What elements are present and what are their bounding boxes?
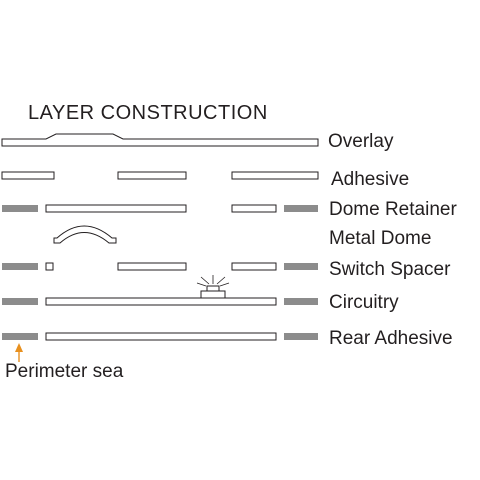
layer-label-overlay: Overlay xyxy=(328,131,394,152)
led-base xyxy=(200,290,226,299)
callout-arrow-head xyxy=(15,343,23,352)
layer-label-dome-retainer: Dome Retainer xyxy=(329,199,457,220)
rear-adhesive-layer: Rear Adhesive xyxy=(2,328,453,349)
adhesive-layer: Adhesive xyxy=(1,169,409,190)
led-ray xyxy=(216,276,226,285)
layer-label-adhesive: Adhesive xyxy=(331,169,409,190)
metal-dome-layer: Metal Dome xyxy=(53,225,431,249)
adhesive-strip-right xyxy=(231,171,319,180)
layer-label-circuitry: Circuitry xyxy=(329,292,399,313)
switch-spacer-strip-center xyxy=(117,262,187,271)
dome-retainer-sheet xyxy=(45,204,187,213)
adhesive-strip-center xyxy=(117,171,187,180)
led-ray xyxy=(200,276,210,285)
perimeter-seal-right xyxy=(284,333,318,340)
switch-spacer-small-block xyxy=(45,262,54,271)
layer-label-metal-dome: Metal Dome xyxy=(329,228,431,249)
perimeter-seal-left xyxy=(2,298,38,305)
perimeter-seal-left xyxy=(2,205,38,212)
layer-label-rear-adhesive: Rear Adhesive xyxy=(329,328,453,349)
diagram-title: LAYER CONSTRUCTION xyxy=(28,102,268,124)
rear-adhesive-sheet xyxy=(45,332,277,341)
perimeter-seal-left xyxy=(2,333,38,340)
perimeter-seal-right xyxy=(284,263,318,270)
adhesive-strip-left xyxy=(1,171,55,180)
overlay-layer: Overlay xyxy=(1,131,394,152)
perimeter-seal-callout: Perimeter sea xyxy=(5,343,124,382)
perimeter-seal-left xyxy=(2,263,38,270)
dome-retainer-strip-right xyxy=(231,204,277,213)
switch-spacer-layer: Switch Spacer xyxy=(2,259,451,280)
layer-label-switch-spacer: Switch Spacer xyxy=(329,259,451,280)
led-ray xyxy=(196,282,207,287)
perimeter-seal-right xyxy=(284,205,318,212)
circuitry-sheet xyxy=(45,297,277,306)
perimeter-seal-right xyxy=(284,298,318,305)
led-top xyxy=(206,285,220,292)
perimeter-seal-label: Perimeter sea xyxy=(5,361,124,382)
dome-retainer-layer: Dome Retainer xyxy=(2,199,457,220)
led-ray xyxy=(219,282,230,287)
led-icon xyxy=(196,275,230,299)
switch-spacer-strip-right xyxy=(231,262,277,271)
circuitry-layer: Circuitry xyxy=(2,275,399,313)
metal-dome-shape xyxy=(53,225,117,244)
overlay-sheet xyxy=(1,133,319,147)
